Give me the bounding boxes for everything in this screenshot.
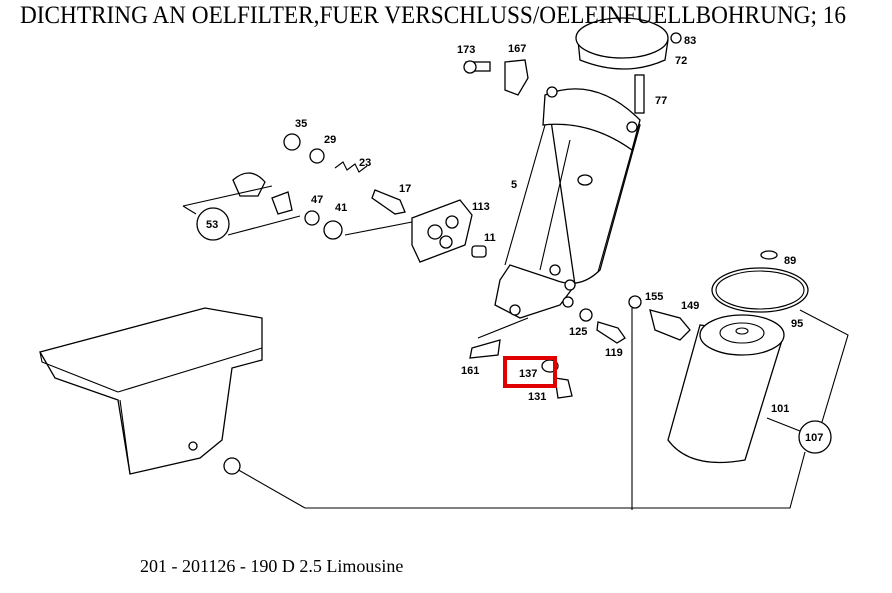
label-77[interactable]: 77 (655, 95, 667, 107)
seal-ring-95[interactable] (711, 267, 809, 313)
label-5[interactable]: 5 (511, 179, 517, 191)
plug-part[interactable] (232, 172, 266, 197)
callout-53[interactable] (196, 207, 230, 241)
label-101[interactable]: 101 (771, 403, 789, 415)
label-155[interactable]: 155 (645, 291, 663, 303)
filter-housing[interactable] (494, 86, 641, 319)
bolt-173[interactable] (463, 60, 491, 74)
bolt-119[interactable] (596, 321, 626, 344)
label-119[interactable]: 119 (605, 347, 623, 359)
oring-89[interactable] (760, 250, 778, 260)
washer-125[interactable] (579, 308, 593, 322)
label-23[interactable]: 23 (359, 157, 371, 169)
label-131[interactable]: 131 (528, 391, 546, 403)
clamp-167[interactable] (504, 59, 529, 96)
label-83[interactable]: 83 (684, 35, 696, 47)
callout-107[interactable] (798, 420, 832, 454)
fitting[interactable] (271, 191, 293, 215)
spring-23[interactable] (334, 161, 368, 173)
stud-77[interactable] (634, 74, 645, 114)
label-89[interactable]: 89 (784, 255, 796, 267)
label-29[interactable]: 29 (324, 134, 336, 146)
filter-element-101[interactable] (667, 314, 785, 464)
label-35[interactable]: 35 (295, 118, 307, 130)
label-53[interactable]: 53 (206, 219, 218, 231)
plug-131[interactable] (554, 377, 573, 399)
label-113[interactable]: 113 (472, 201, 490, 213)
filter-cover[interactable] (575, 17, 682, 70)
spring-41[interactable] (323, 220, 343, 240)
label-17[interactable]: 17 (399, 183, 411, 195)
washer-47[interactable] (304, 210, 320, 226)
vehicle-model-caption: 201 - 201126 - 190 D 2.5 Limousine (140, 556, 404, 576)
oil-pan[interactable] (39, 307, 263, 475)
circlip-35[interactable] (283, 133, 301, 151)
label-95[interactable]: 95 (791, 318, 803, 330)
label-137[interactable]: 137 (519, 368, 537, 380)
gasket-161[interactable] (469, 339, 501, 359)
label-72[interactable]: 72 (675, 55, 687, 67)
label-107[interactable]: 107 (805, 432, 823, 444)
sleeve-11[interactable] (471, 245, 487, 258)
washer-155[interactable] (628, 295, 642, 309)
label-173[interactable]: 173 (457, 44, 475, 56)
label-47[interactable]: 47 (311, 194, 323, 206)
highlight-box (503, 356, 557, 388)
sensor-149[interactable] (649, 309, 691, 341)
label-161[interactable]: 161 (461, 365, 479, 377)
washer-29[interactable] (309, 148, 325, 164)
label-41[interactable]: 41 (335, 202, 347, 214)
part-title: DICHTRING AN OELFILTER,FUER VERSCHLUSS/O… (20, 2, 847, 29)
valve-17[interactable] (371, 189, 406, 215)
label-149[interactable]: 149 (681, 300, 699, 312)
washer-drain[interactable] (223, 457, 241, 475)
label-11[interactable]: 11 (484, 232, 496, 244)
label-167[interactable]: 167 (508, 43, 526, 55)
label-125[interactable]: 125 (569, 326, 587, 338)
